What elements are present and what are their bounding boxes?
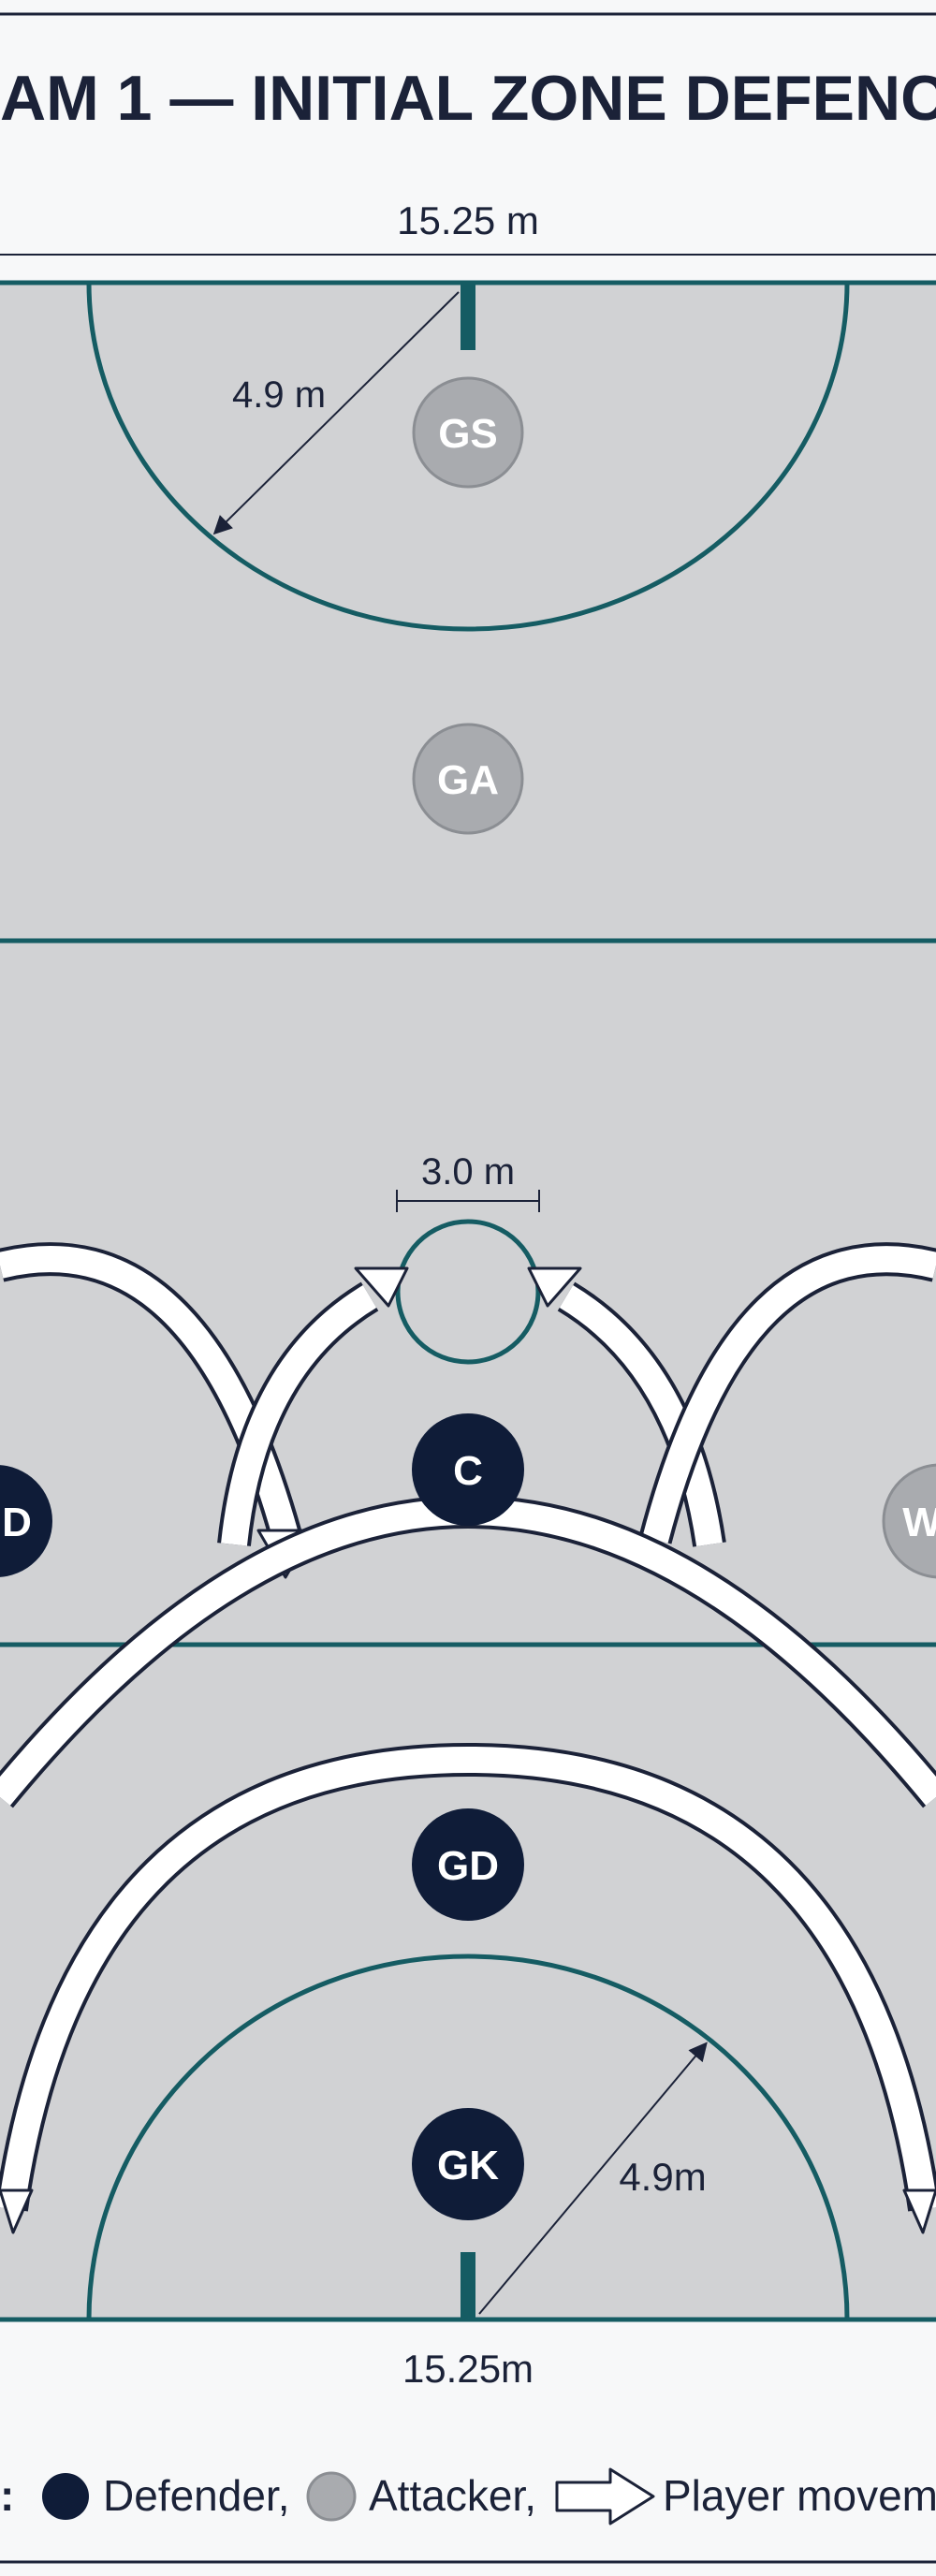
player-wa: W — [882, 1463, 936, 1579]
goal-post-top — [461, 283, 475, 350]
player-gd: GD — [412, 1808, 524, 1921]
player-gd-label: GD — [437, 1843, 499, 1889]
movement-arrow-right-large — [638, 1242, 936, 1544]
diagram-title: AM 1 — INITIAL ZONE DEFENCE S — [0, 63, 936, 134]
player-wa-label: W — [902, 1500, 936, 1545]
movement-arrow-inner-arc — [0, 1742, 936, 2234]
circle-radius-bottom-arrow — [478, 2042, 708, 2315]
player-gk: GK — [412, 2108, 524, 2220]
circle-radius-top-label: 4.9 m — [232, 374, 326, 416]
player-ga: GA — [412, 723, 524, 835]
player-gk-label: GK — [437, 2143, 499, 2188]
court-width-top-label: 15.25 m — [397, 198, 539, 242]
goal-post-bottom — [461, 2252, 475, 2320]
circle-radius-bottom-label: 4.9m — [619, 2155, 706, 2199]
goal-circle-top — [86, 282, 850, 632]
legend: : Defender, Attacker, Player moveme — [0, 2467, 936, 2525]
goal-circle-bottom — [86, 1954, 850, 2320]
player-c-label: C — [453, 1448, 483, 1494]
centre-circle-dimension-label: 3.0 m — [421, 1151, 515, 1193]
player-ga-label: GA — [437, 757, 499, 803]
player-gs-label: GS — [438, 411, 498, 457]
player-wd-label: D — [2, 1500, 32, 1545]
movement-arrow-left-inner — [217, 1266, 409, 1546]
court-width-bottom-label: 15.25m — [402, 2347, 534, 2391]
legend-defender-label: Defender, — [103, 2471, 289, 2520]
legend-movement-arrow-icon — [555, 2467, 655, 2525]
legend-attacker-swatch — [306, 2471, 357, 2522]
player-wd: D — [0, 1465, 52, 1577]
movement-arrow-right-inner — [527, 1266, 726, 1547]
legend-prefix: : — [0, 2471, 14, 2520]
circle-radius-top-arrow — [212, 291, 460, 535]
centre-circle — [395, 1219, 541, 1365]
player-c: C — [412, 1413, 524, 1526]
legend-attacker-label: Attacker, — [369, 2471, 536, 2520]
legend-defender-swatch — [42, 2473, 89, 2520]
player-gs: GS — [412, 376, 524, 489]
legend-movement-label: Player moveme — [663, 2471, 936, 2520]
